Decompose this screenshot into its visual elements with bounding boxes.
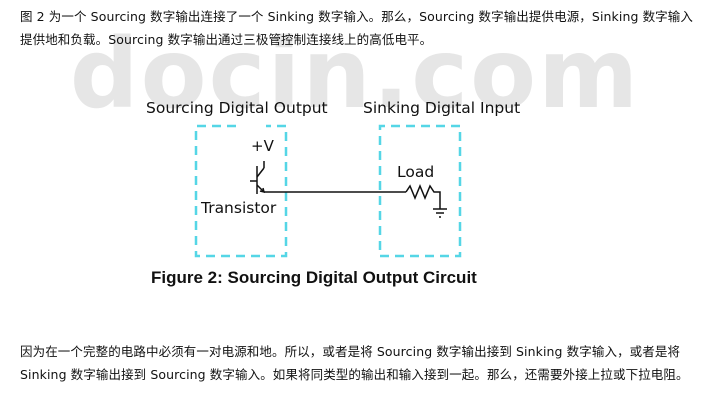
figure-caption: Figure 2: Sourcing Digital Output Circui… xyxy=(151,268,477,287)
watermark: docin.com xyxy=(20,18,700,130)
transistor-symbol xyxy=(250,161,266,194)
supply-voltage-label: +V xyxy=(251,137,274,155)
paragraph-intro: 图 2 为一个 Sourcing 数字输出连接了一个 Sinking 数字输入。… xyxy=(20,9,693,47)
sourcing-box-outline xyxy=(194,124,288,258)
load-resistor-symbol xyxy=(405,184,441,209)
ground-symbol xyxy=(433,208,447,218)
load-label: Load xyxy=(397,163,435,181)
sourcing-output-label: Sourcing Digital Output xyxy=(146,99,328,117)
watermark-text: docin.com xyxy=(69,18,641,130)
transistor-label: Transistor xyxy=(201,199,277,217)
sinking-box-outline xyxy=(378,124,462,258)
paragraph-explanation: 因为在一个完整的电路中必须有一对电源和地。所以，或者是将 Sourcing 数字… xyxy=(20,344,689,382)
sinking-input-label: Sinking Digital Input xyxy=(363,99,521,117)
